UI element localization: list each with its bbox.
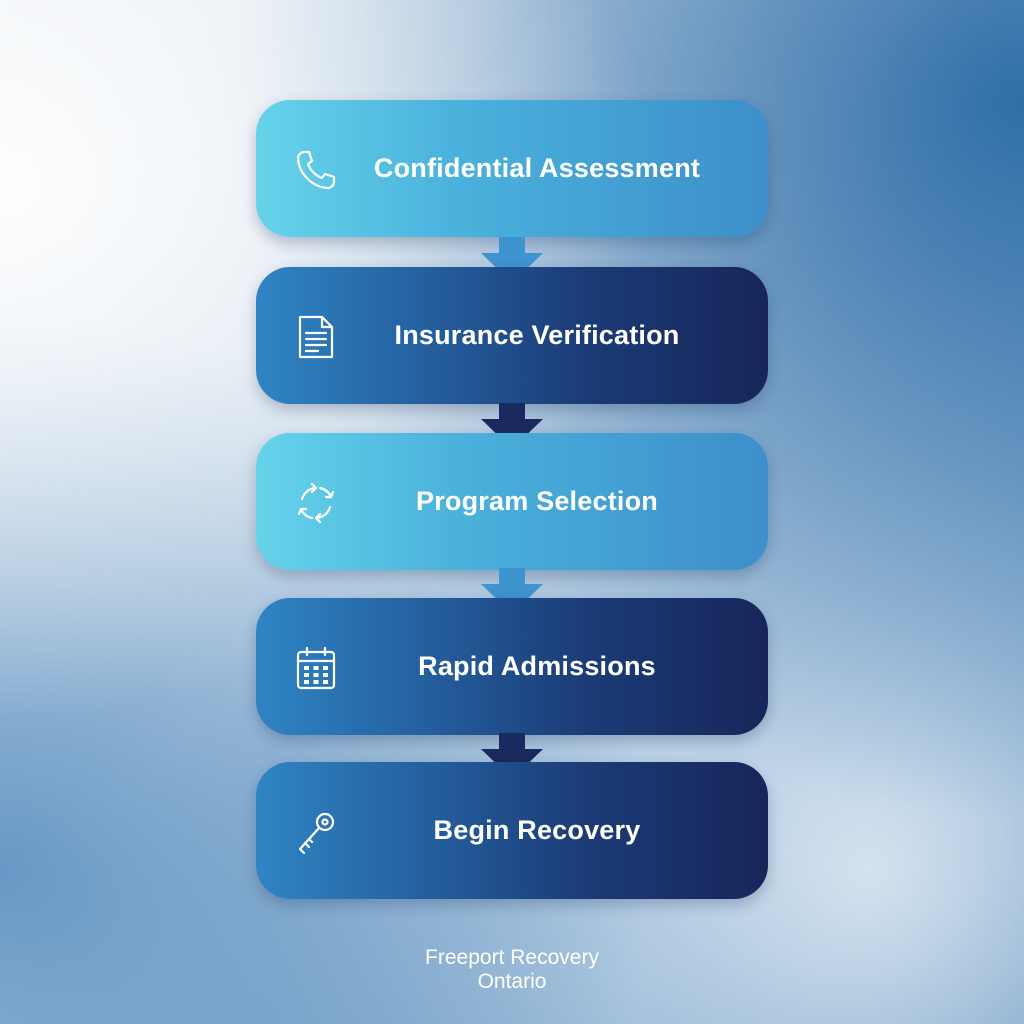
- step-label: Insurance Verification: [394, 320, 680, 350]
- phone-icon: [292, 146, 340, 194]
- step-rapid-admissions: Rapid Admissions: [256, 598, 768, 735]
- step-label: Rapid Admissions: [418, 651, 656, 681]
- footer-location: Ontario: [477, 970, 547, 993]
- step-begin-recovery: Begin Recovery: [256, 762, 768, 899]
- step-confidential-assessment: Confidential Assessment: [256, 100, 768, 237]
- step-label: Confidential Assessment: [373, 153, 701, 183]
- step-label: Begin Recovery: [433, 815, 641, 845]
- footer-brand: Freeport Recovery: [425, 946, 599, 969]
- step-program-selection: Program Selection: [256, 433, 768, 570]
- refresh-cycle-icon: [292, 479, 340, 527]
- key-icon: [292, 808, 340, 856]
- document-icon: [292, 313, 340, 361]
- step-label: Program Selection: [416, 486, 658, 516]
- footer: Freeport Recovery Ontario: [312, 946, 712, 994]
- step-insurance-verification: Insurance Verification: [256, 267, 768, 404]
- calendar-icon: [292, 644, 340, 692]
